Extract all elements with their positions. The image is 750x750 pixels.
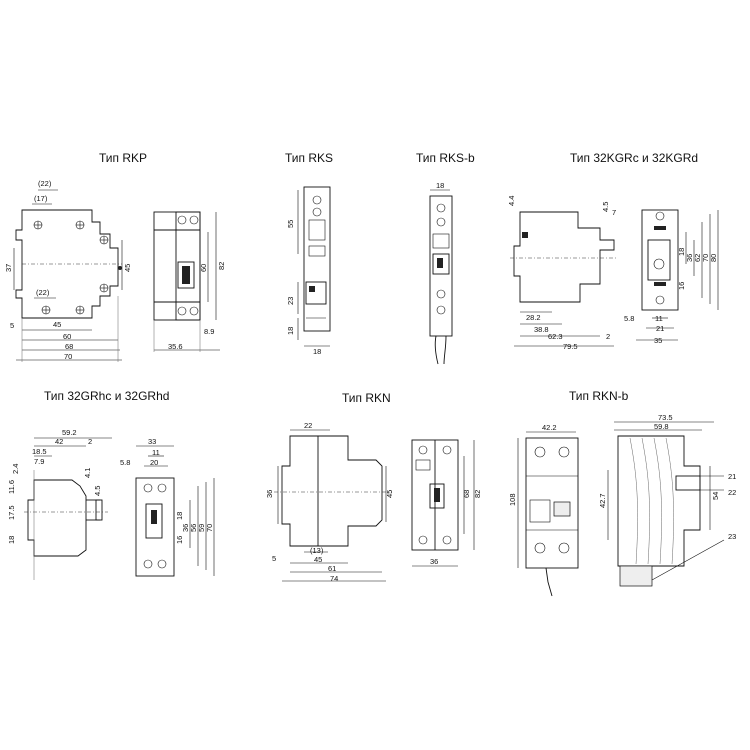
gr-dim-4.5: 4.5 xyxy=(93,486,102,496)
kgr-dim-70: 70 xyxy=(701,254,710,262)
kgr-dim-35: 35 xyxy=(654,336,662,345)
rkp-dim-17: (17) xyxy=(34,194,48,203)
gr-dim-7.9: 7.9 xyxy=(34,457,44,466)
kgr-dim-4.5: 4.5 xyxy=(601,202,610,212)
gr-dim-5.8: 5.8 xyxy=(120,458,130,467)
rkn-dim-45: 45 xyxy=(385,490,394,498)
gr-front-drawing: 33 11 20 5.8 18 16 36 56 59 70 xyxy=(120,437,215,577)
rknb-dim-108: 108 xyxy=(508,493,517,506)
kgr-dim-16: 16 xyxy=(677,282,686,290)
rkp-dim-60-front: 60 xyxy=(199,264,208,272)
kgr-dim-36: 36 xyxy=(685,254,694,262)
gr-dim-42: 42 xyxy=(55,437,63,446)
gr-dim-56: 56 xyxy=(189,524,198,532)
kgr-dim-5.8: 5.8 xyxy=(624,314,634,323)
rkp-dim-5: 5 xyxy=(10,321,14,330)
rks-dim-23: 23 xyxy=(286,297,295,305)
rkn-dim-36b: 36 xyxy=(430,557,438,566)
rkn-side-drawing: 22 36 45 5 (13) 45 61 74 xyxy=(265,421,394,583)
rknb-dim-22: 22 xyxy=(728,488,736,497)
rkn-dim-68: 68 xyxy=(462,490,471,498)
kgr-dim-28.2: 28.2 xyxy=(526,313,541,322)
rkn-dim-5: 5 xyxy=(272,554,276,563)
rknb-side-drawing: 73.5 59.8 42.7 21 22 54 23 xyxy=(598,413,736,587)
kgr-dim-11: 11 xyxy=(655,314,663,323)
gr-dim-20: 20 xyxy=(150,458,158,467)
gr-dim-18.5: 18.5 xyxy=(32,447,47,456)
gr-dim-2: 2 xyxy=(88,437,92,446)
kgr-dim-62: 62 xyxy=(693,254,702,262)
title-rkp: Тип RKP xyxy=(99,151,148,165)
rkp-dim-45b: 45 xyxy=(53,320,61,329)
rkn-dim-45b: 45 xyxy=(314,555,322,564)
kgr-dim-7: 7 xyxy=(612,208,616,217)
gr-dim-11: 11 xyxy=(152,448,160,457)
gr-dim-70: 70 xyxy=(205,524,214,532)
gr-dim-11.6: 11.6 xyxy=(7,480,16,494)
rkp-dim-70: 70 xyxy=(64,352,72,361)
rkp-front-drawing: 60 82 8.9 35.6 xyxy=(153,211,226,352)
gr-dim-33: 33 xyxy=(148,437,156,446)
rkn-dim-13: (13) xyxy=(310,546,324,555)
kgr-dim-62.3: 62.3 xyxy=(548,332,563,341)
rkp-dim-82: 82 xyxy=(217,262,226,270)
gr-dim-59: 59 xyxy=(197,524,206,532)
rkp-dim-35.6: 35.6 xyxy=(168,342,183,351)
rknb-dim-42.2: 42.2 xyxy=(542,423,557,432)
rkp-dim-22-top: (22) xyxy=(38,179,52,188)
title-rksb: Тип RKS-b xyxy=(416,151,475,165)
rkn-dim-22: 22 xyxy=(304,421,312,430)
rksb-drawing: 18 xyxy=(429,181,453,365)
rknb-front-drawing: 42.2 108 xyxy=(508,423,579,597)
rks-dim-18v: 18 xyxy=(286,327,295,335)
rkn-dim-74: 74 xyxy=(330,574,338,583)
gr-dim-16: 16 xyxy=(175,536,184,544)
rksb-dim-18: 18 xyxy=(436,181,444,190)
kgr-dim-18: 18 xyxy=(677,248,686,256)
rkn-dim-61: 61 xyxy=(328,564,336,573)
rknb-dim-42.7: 42.7 xyxy=(598,493,607,508)
kgr-dim-80: 80 xyxy=(709,254,718,262)
gr-dim-59.2: 59.2 xyxy=(62,428,77,437)
rks-dim-55: 55 xyxy=(286,220,295,228)
kgr-dim-21: 21 xyxy=(656,324,664,333)
title-gr: Тип 32GRhc и 32GRhd xyxy=(44,389,170,403)
gr-dim-36: 36 xyxy=(181,524,190,532)
gr-side-drawing: 59.2 42 2 18.5 7.9 2.4 4.1 11.6 4.5 17.5… xyxy=(7,428,112,580)
title-rks: Тип RKS xyxy=(285,151,334,165)
rkp-dim-68: 68 xyxy=(65,342,73,351)
rknb-dim-23: 23 xyxy=(728,532,736,541)
kgr-side-drawing: 4.4 4.5 7 28.2 38.8 62.3 2 79.5 xyxy=(507,196,618,351)
gr-dim-2.4: 2.4 xyxy=(11,464,20,474)
rknb-dim-73.5: 73.5 xyxy=(658,413,673,422)
kgr-dim-4.4: 4.4 xyxy=(507,196,516,206)
kgr-dim-2: 2 xyxy=(606,332,610,341)
kgr-front-drawing: 18 16 36 62 70 80 5.8 11 21 35 xyxy=(624,209,719,345)
gr-dim-18: 18 xyxy=(7,536,16,544)
title-kgr: Тип 32KGRc и 32KGRd xyxy=(570,151,699,165)
kgr-dim-38.8: 38.8 xyxy=(534,325,549,334)
rks-drawing: 55 23 18 18 xyxy=(286,186,331,356)
rkn-dim-82: 82 xyxy=(473,490,482,498)
rknb-dim-21: 21 xyxy=(728,472,736,481)
rkp-dim-45: 45 xyxy=(123,264,132,272)
gr-dim-17.5: 17.5 xyxy=(7,505,16,520)
rkn-front-drawing: 68 82 36 xyxy=(411,439,482,567)
kgr-dim-79.5: 79.5 xyxy=(563,342,578,351)
rkn-dim-36: 36 xyxy=(265,490,274,498)
rkp-dim-22-bottom: (22) xyxy=(36,288,50,297)
rkp-side-drawing: (22) (17) 37 45 (22) 5 45 60 68 70 xyxy=(4,179,132,362)
gr-dim-18b: 18 xyxy=(175,512,184,520)
rks-dim-18: 18 xyxy=(313,347,321,356)
rknb-dim-54: 54 xyxy=(711,492,720,500)
rkp-dim-60: 60 xyxy=(63,332,71,341)
rkp-dim-37: 37 xyxy=(4,264,13,272)
gr-dim-4.1: 4.1 xyxy=(83,468,92,478)
title-rknb: Тип RKN-b xyxy=(569,389,629,403)
rknb-dim-59.8: 59.8 xyxy=(654,422,669,431)
title-rkn: Тип RKN xyxy=(342,391,391,405)
rkp-dim-8.9: 8.9 xyxy=(204,327,214,336)
